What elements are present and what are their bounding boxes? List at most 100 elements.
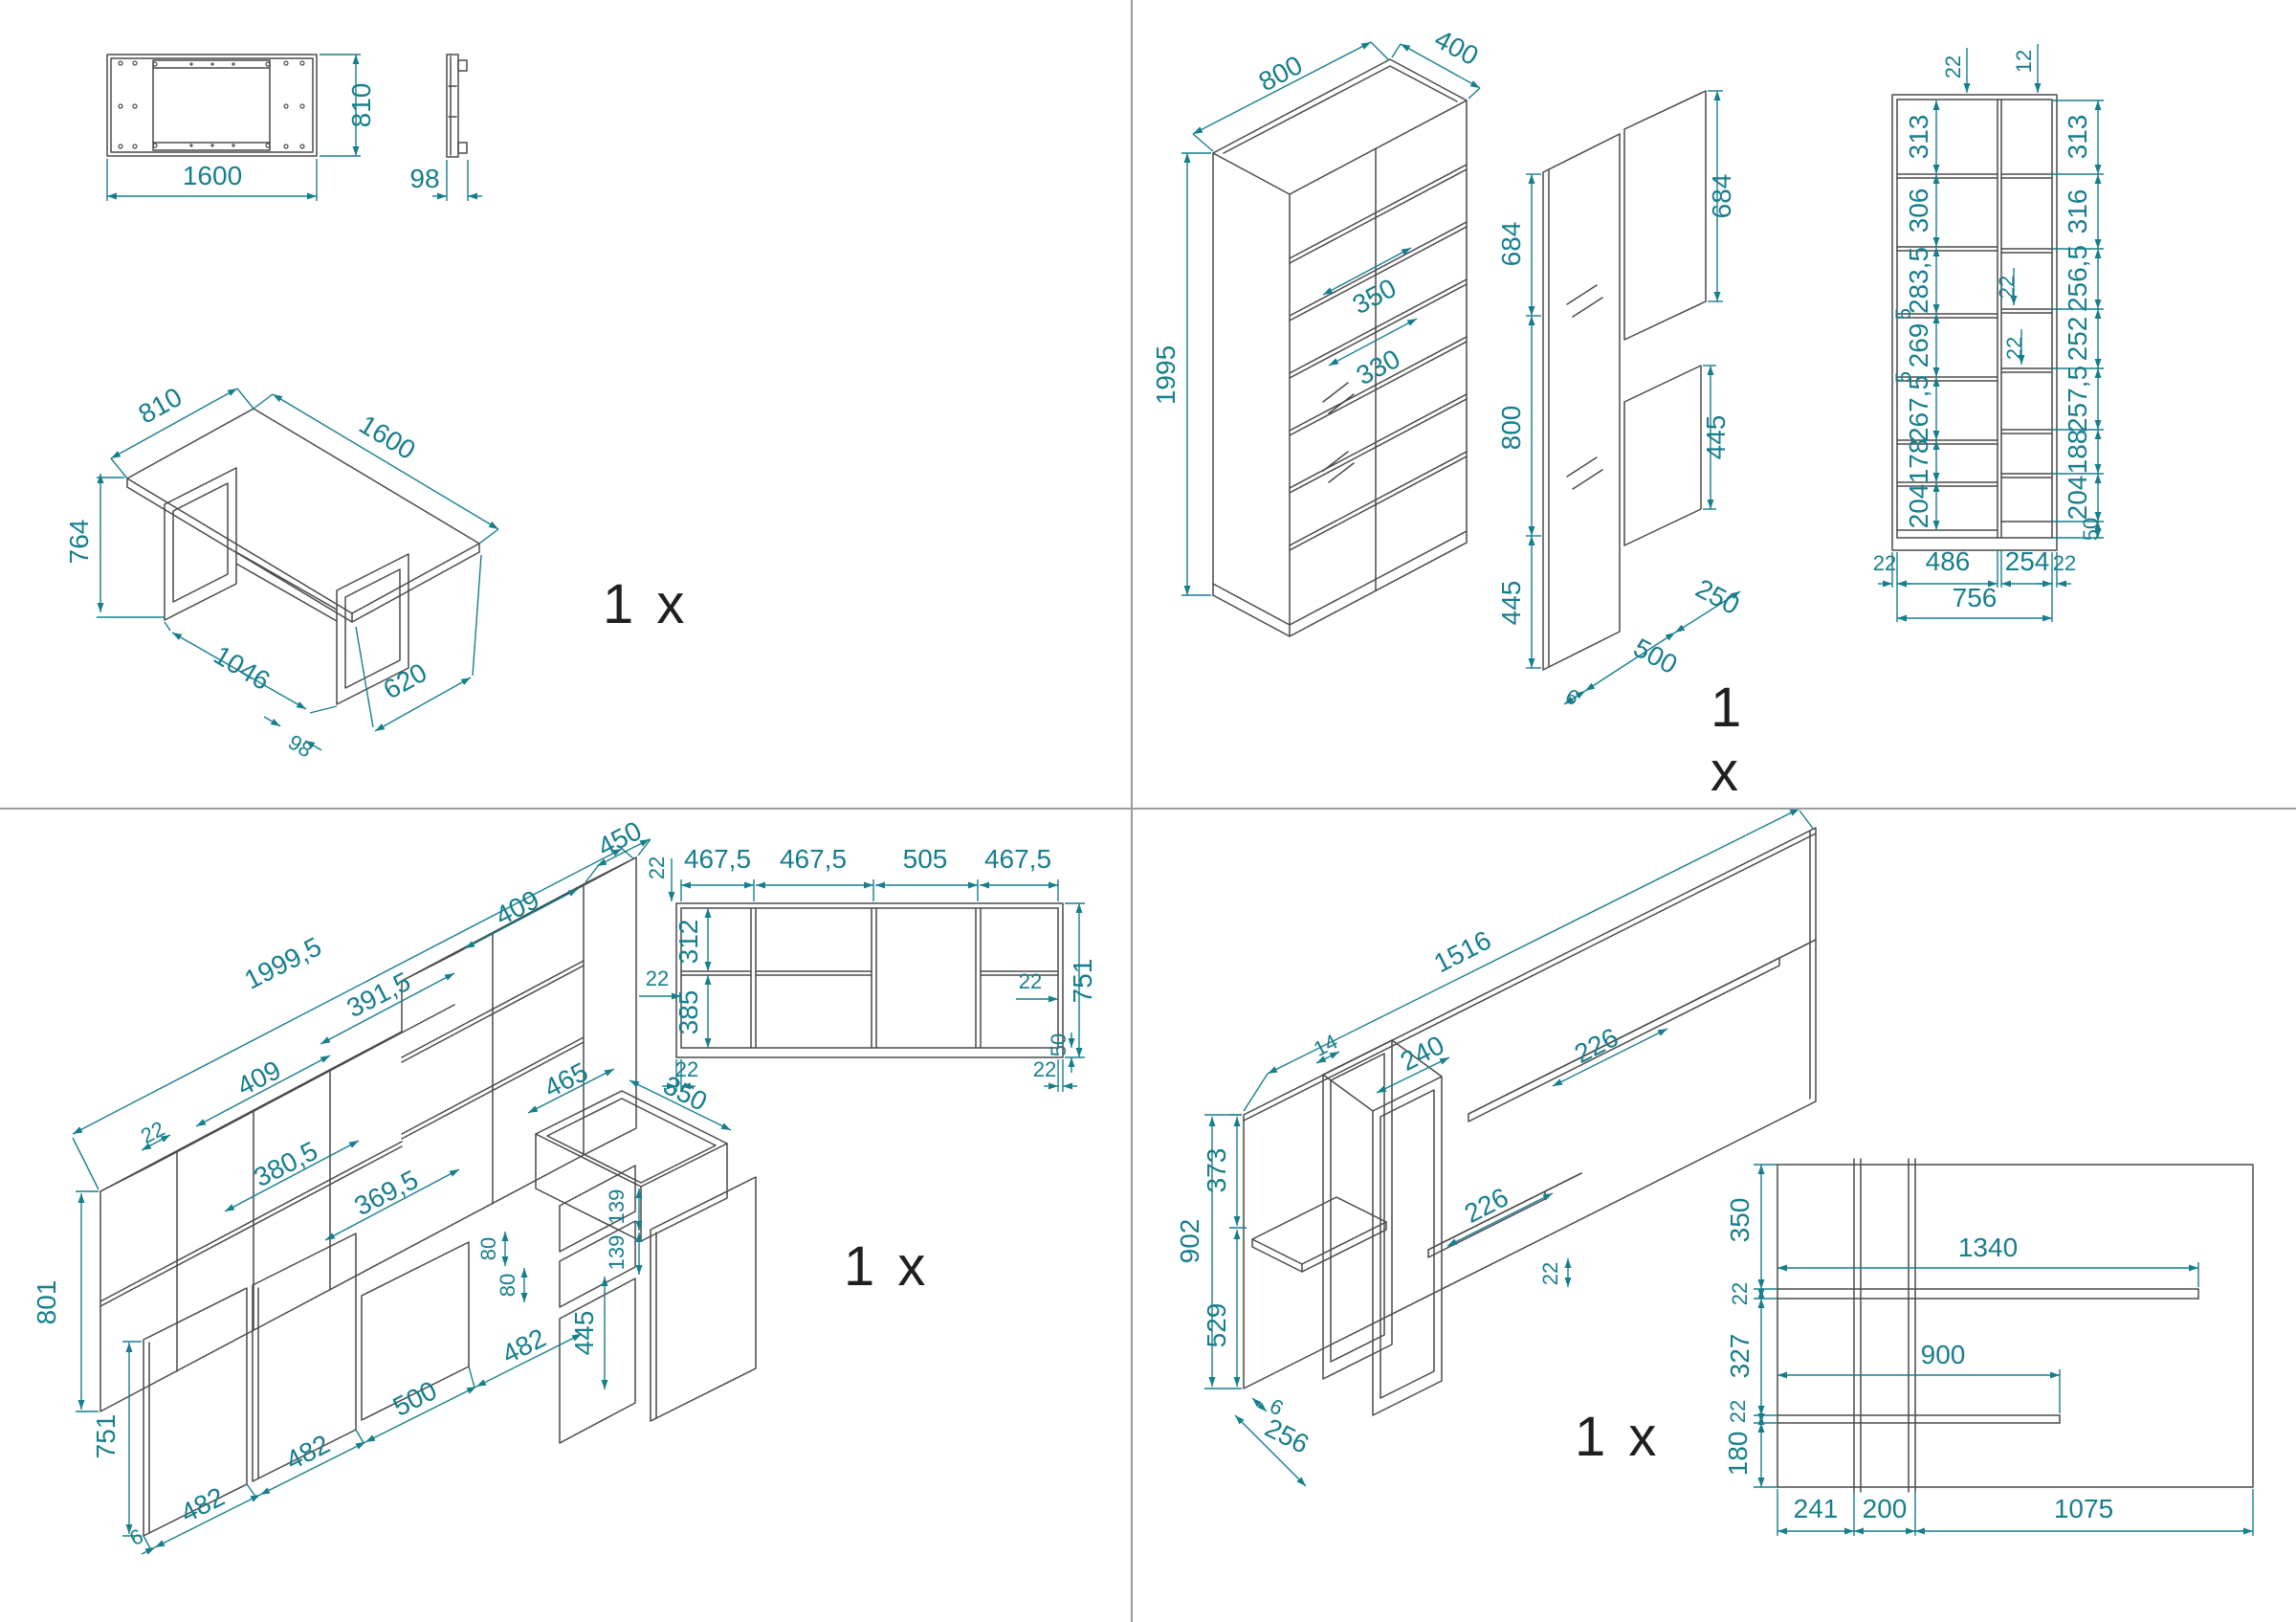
dimension-label: 445 [1701,415,1731,460]
dimension-label: 500 [1629,633,1683,679]
dimension-label: 801 [32,1280,61,1325]
dimension-label: 350 [1725,1198,1755,1243]
dimension-label: 6 [1561,683,1583,710]
dimension-label: 1046 [209,640,275,697]
dimension-label: 500 [388,1375,442,1422]
dimension-label: 902 [1175,1219,1204,1264]
dimension-label: 467,5 [684,844,751,874]
dimension-label: 810 [133,382,187,430]
dimension-label: 22 [2053,551,2076,575]
dimension-label: 204 [2063,476,2092,521]
quantity-label-wallshelf: 1 x [1575,1406,1661,1468]
dimension-label: 467,5 [984,844,1051,874]
dimension-label: 5 [1891,308,1915,320]
dimension-label: 22 [1728,1282,1752,1305]
dimension-label: 1600 [183,161,242,190]
dimension-label: 267,5 [1904,375,1933,442]
quadrant-cabinet-drawing: 8004001995350330684800445684445250500622… [1151,24,2104,710]
dimension-label: 22 [2002,337,2026,360]
wallshelf-dimension-lines [1204,809,2254,1536]
dimension-label: 22 [1726,1400,1750,1423]
horizontal-divider [0,808,2296,810]
dimension-label: 751 [1068,959,1097,1004]
dimension-label: 327 [1725,1334,1755,1379]
dimension-label: 269 [1904,323,1933,368]
dimension-label: 22 [1538,1262,1562,1285]
quantity-label-sideboard: 1 x [844,1235,930,1298]
dimension-label: 620 [378,657,431,705]
dimension-label: 22 [1941,56,1965,78]
dimension-label: 482 [281,1429,335,1476]
dimension-label: 226 [1570,1022,1623,1069]
dimension-label: 139 [605,1235,629,1271]
dimension-label: 380,5 [249,1136,322,1192]
dimension-label: 22 [1873,551,1896,575]
dimension-label: 22 [137,1117,168,1148]
dimension-label: 226 [1460,1182,1513,1229]
sideboard-dimension-lines [72,838,1085,1555]
dimension-label: 316 [2063,189,2092,234]
dimension-label: 306 [1904,189,1933,233]
dimension-label: 80 [476,1237,500,1260]
dimension-label: 200 [1863,1494,1908,1523]
desk-linework [106,54,480,705]
dimension-label: 385 [673,990,703,1035]
dimension-label: 409 [491,884,544,931]
dimension-label: 486 [1926,546,1971,576]
dimension-label: 529 [1202,1303,1231,1348]
dimension-label: 312 [673,920,703,965]
dimension-label: 900 [1921,1340,1966,1369]
dimension-label: 204 [1904,484,1933,529]
dimension-label: 139 [605,1189,629,1225]
dimension-label: 50 [2079,518,2103,541]
dimension-label: 445 [1496,581,1526,626]
dimension-label: 373 [1202,1148,1231,1193]
dimension-label: 188 [2063,430,2092,475]
dimension-label: 14 [1310,1030,1341,1061]
dimension-label: 22 [646,967,669,990]
vertical-divider [1131,0,1133,1622]
cabinet-dimension-lines [1181,41,2104,705]
dimension-label: 254 [2005,546,2050,576]
dimension-label: 256,5 [2063,245,2092,312]
dimension-label: 684 [1707,174,1736,219]
dimension-label: 751 [91,1414,121,1459]
dimension-label: 98 [409,164,439,193]
dimension-label: 1999,5 [239,931,325,995]
dimension-label: 283,5 [1904,247,1933,314]
dimension-label: 482 [176,1481,230,1528]
quantity-label-desk: 1 x [603,573,689,635]
dimension-label: 98 [284,730,317,763]
dimension-label: 22 [1019,969,1042,993]
quantity-label-cabinet: 1 x [1711,677,1746,803]
dimension-label: 369,5 [349,1165,423,1221]
dimension-label: 12 [2012,50,2036,73]
dimension-label: 313 [2063,115,2092,160]
dimension-label: 467,5 [780,844,847,874]
dimension-label: 22 [645,856,669,879]
dimension-label: 22 [1033,1057,1056,1081]
dimension-label: 1995 [1151,345,1181,405]
dimension-label: 800 [1254,50,1308,97]
dimension-label: 250 [1691,573,1745,620]
dimension-label: 22 [675,1057,698,1081]
dimension-label: 684 [1496,222,1526,267]
dimension-label: 241 [1794,1494,1839,1523]
dimension-label: 445 [569,1311,599,1356]
sideboard-linework [99,856,1064,1537]
dimension-label: 178 [1904,439,1933,484]
dimension-label: 80 [496,1274,519,1297]
dimension-label: 800 [1496,406,1526,451]
dimension-label: 180 [1723,1432,1753,1477]
dimension-label: 756 [1953,583,1998,612]
dimension-label: 465 [540,1056,593,1103]
dimension-label: 350 [1348,273,1402,320]
dimension-label: 252 [2063,317,2092,362]
wallshelf-linework [1243,827,2254,1493]
dimension-label: 257,5 [2063,366,2092,433]
dimension-label: 5 [1891,371,1915,383]
